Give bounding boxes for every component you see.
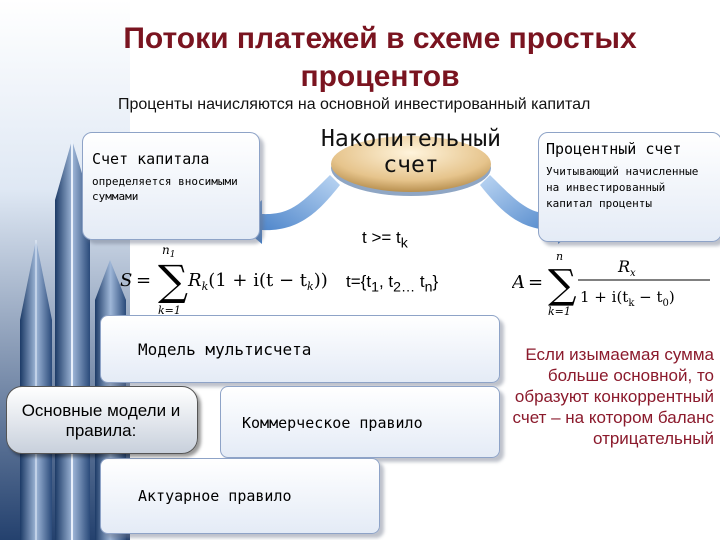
accumulative-account-title: Накопительный счет	[320, 126, 501, 178]
svg-text:∑: ∑	[158, 256, 188, 305]
multi-account-model-box	[100, 315, 500, 383]
negative-balance-note: Если изымаемая сумма больше основной, то…	[512, 345, 714, 448]
actuarial-rule-box	[100, 458, 380, 534]
svg-text:∑: ∑	[548, 262, 577, 308]
svg-text:Rx: Rx	[617, 257, 636, 279]
actuarial-rule-label: Актуарное правило	[138, 487, 292, 505]
capital-account-title: Счет капитала	[92, 150, 210, 168]
svg-text:Rk(1 + i(t − tk)): Rk(1 + i(t − tk))	[187, 270, 328, 293]
page-title: Потоки платежей в схеме простых проценто…	[123, 22, 637, 93]
capital-account-box	[82, 132, 260, 240]
interest-account-title: Процентный счет	[546, 140, 682, 158]
time-set: t={t1, t2… tn}	[346, 272, 439, 296]
svg-text:n: n	[556, 250, 563, 263]
time-condition: t >= tk	[362, 228, 408, 252]
basic-models-box	[6, 386, 198, 454]
interest-account-description: Учитывающий начисленные на инвестированн…	[546, 165, 699, 210]
svg-text:k=1: k=1	[548, 305, 571, 318]
multi-account-model-label: Модель мультисчета	[138, 340, 312, 359]
commercial-rule-label: Коммерческое правило	[242, 414, 423, 432]
svg-text:A: A	[512, 272, 525, 293]
formula-sum-interest: A = ∑ n k=1 Rx 1 + i(tk − t0)	[512, 250, 710, 318]
svg-text:=: =	[528, 272, 543, 293]
svg-text:=: =	[136, 270, 151, 291]
svg-text:1 + i(tk − t0): 1 + i(tk − t0)	[580, 288, 675, 309]
svg-text:S: S	[120, 270, 132, 291]
basic-models-label: Основные модели и правила:	[21, 401, 181, 440]
formula-sum-capital: S = ∑ n1 k=1 Rk(1 + i(t − tk))	[120, 243, 328, 317]
accumulative-account-pill	[331, 136, 491, 196]
capital-account-description: определяется вносимыми суммами	[92, 175, 238, 203]
interest-account-box	[538, 132, 720, 242]
commercial-rule-box	[220, 386, 500, 458]
svg-text:n1: n1	[162, 243, 175, 260]
svg-text:k=1: k=1	[158, 304, 181, 317]
page-subtitle: Проценты начисляются на основной инвести…	[118, 96, 591, 113]
